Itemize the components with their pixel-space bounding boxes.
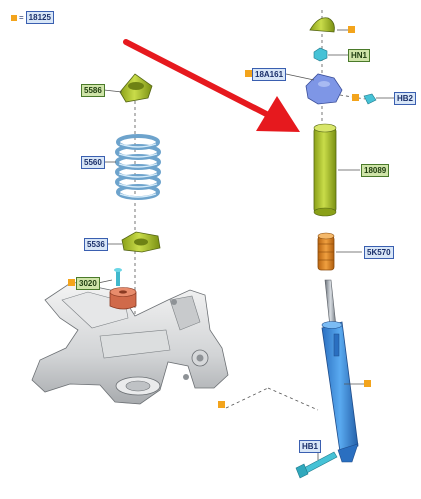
marker-upper-mount [245,70,252,77]
marker-spacer [68,279,75,286]
rear-twist-beam-axle [31,281,229,405]
spring-upper-seat [119,73,153,103]
marker-shock [364,380,371,387]
upper-mount [305,73,343,105]
spring-lower-seat [121,231,161,253]
tag-hb2-bolt[interactable]: HB2 [394,92,417,105]
hn1-nut [313,47,328,62]
legend-code: 18125 [25,11,54,24]
bump-stop [317,232,335,271]
tag-spacer[interactable]: 3020 [76,277,100,290]
coil-spring [115,134,161,200]
coil-spring-highlight [118,143,158,198]
marker-cap [348,26,355,33]
spacer-with-bolt [109,268,137,310]
red-indicator-arrow [123,39,300,132]
tag-dust-boot[interactable]: 18089 [361,164,390,177]
hb2-bolt [363,93,377,105]
leader-lines [97,29,394,460]
tag-hb1-bolt[interactable]: HB1 [299,440,322,453]
tag-upper-mount[interactable]: 18A161 [252,68,287,81]
tag-bump-stop[interactable]: 5K570 [364,246,394,259]
marker-beam [218,401,225,408]
orange-markers [68,26,371,408]
tag-spring-upper-seat[interactable]: 5586 [81,84,105,97]
tag-spring-lower-seat[interactable]: 5536 [84,238,108,251]
top-mount-cap [309,17,335,33]
legend: =18125 [11,11,54,24]
legend-marker-square [11,14,17,21]
hb1-bolt [295,451,338,479]
legend-equals: = [19,13,24,22]
dust-boot [313,123,337,217]
tag-coil-spring[interactable]: 5560 [81,156,105,169]
tag-hn1-nut[interactable]: HN1 [348,49,371,62]
marker-hb2 [352,94,359,101]
shock-absorber [321,279,359,463]
